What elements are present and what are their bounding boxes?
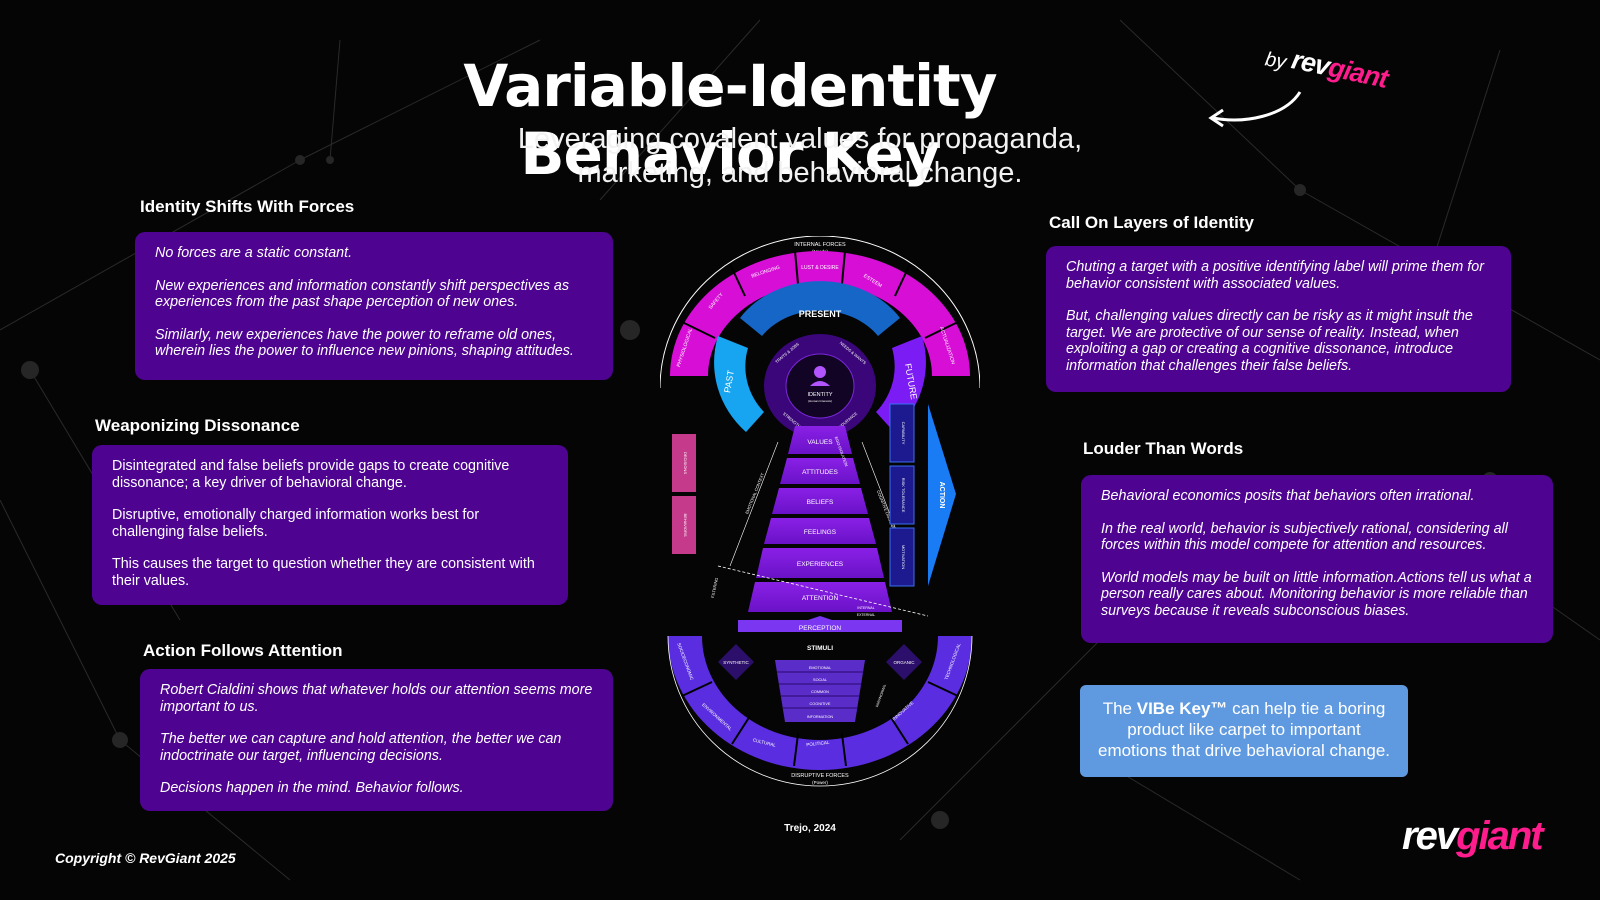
- diag-paranormal: PARANORMAL: [875, 684, 887, 708]
- diag-stimuli: STIMULI: [807, 645, 833, 652]
- dissonance-p3: This causes the target to question wheth…: [112, 556, 535, 589]
- attention-p2: The better we can capture and hold atten…: [160, 731, 562, 764]
- heading-attention: Action Follows Attention: [143, 641, 343, 660]
- diag-identity-sub: (Human Interests): [808, 399, 832, 403]
- pyramid-beliefs: BELIEFS: [807, 499, 834, 506]
- diag-organic: ORGANIC: [893, 660, 915, 665]
- pyramid-values: VALUES: [807, 439, 833, 446]
- funnel-emotional: EMOTIONAL: [809, 666, 831, 670]
- diagram-credit: Trejo, 2024: [784, 823, 836, 834]
- vibe-key-diagram: INTERNAL FORCES (Needs) PHYSIOLOGICAL SA…: [660, 236, 980, 787]
- box-motivation: MOTIVATION: [901, 545, 906, 569]
- cta-key: VIBe Key™: [1136, 699, 1228, 718]
- diag-identity: IDENTITY: [807, 392, 832, 398]
- subtitle-line-2: marketing, and behavioral change.: [577, 157, 1023, 189]
- subtitle-line-1: Leveraging covalent values for propagand…: [517, 123, 1083, 155]
- diag-perception: PERCEPTION: [799, 625, 842, 632]
- byline: by revgiant: [1208, 44, 1395, 136]
- page-subtitle: Leveraging covalent values for propagand…: [430, 122, 1170, 190]
- curved-arrow-icon: [1208, 91, 1302, 128]
- pyramid-feelings: FEELINGS: [804, 529, 837, 536]
- box-attention: Robert Cialdini shows that whatever hold…: [140, 669, 613, 811]
- diag-filtering: FILTERING: [710, 577, 719, 598]
- louder-p2: In the real world, behavior is subjectiv…: [1101, 520, 1508, 554]
- attention-p1: Robert Cialdini shows that whatever hold…: [160, 682, 593, 715]
- box-identity-shifts: No forces are a static constant. New exp…: [135, 232, 613, 380]
- diag-internal: INTERNAL: [857, 606, 874, 610]
- identity-shifts-p2: New experiences and information constant…: [155, 277, 570, 311]
- side-emotional: EMOTIONAL CONTEXT: [744, 472, 765, 515]
- pyramid-experiences: EXPERIENCES: [797, 561, 844, 568]
- box-decisions: DECISIONS: [683, 452, 688, 474]
- logo-giant: giant: [1456, 814, 1544, 858]
- dissonance-p2: Disruptive, emotionally charged informat…: [112, 507, 480, 540]
- identity-shifts-p1: No forces are a static constant.: [155, 245, 353, 261]
- diag-past: PAST: [722, 369, 736, 394]
- funnel-information: INFORMATION: [807, 715, 834, 719]
- arc-lust: LUST & DESIRE: [801, 265, 839, 271]
- person-icon: [810, 366, 830, 386]
- logo-rev: rev: [1402, 814, 1458, 858]
- diag-present: PRESENT: [799, 309, 842, 319]
- box-behaviors: BEHAVIORS: [683, 513, 688, 536]
- funnel-common: COMMON: [811, 690, 829, 694]
- revgiant-logo: revgiant: [1402, 814, 1544, 859]
- cta-pre: The: [1102, 699, 1137, 718]
- arc-political: POLITICAL: [806, 740, 830, 747]
- diag-action: ACTION: [938, 482, 945, 509]
- heading-identity-shifts: Identity Shifts With Forces: [140, 197, 355, 216]
- dissonance-p1: Disintegrated and false beliefs provide …: [112, 458, 510, 491]
- box-dissonance: Disintegrated and false beliefs provide …: [92, 445, 568, 605]
- byline-brand-rev: rev: [1289, 44, 1333, 82]
- box-risk: RISK TOLERANCE: [901, 478, 906, 513]
- louder-p1: Behavioral economics posits that behavio…: [1101, 488, 1475, 504]
- box-layers: Chuting a target with a positive identif…: [1046, 246, 1511, 392]
- byline-brand-giant: giant: [1325, 52, 1391, 94]
- heading-louder: Louder Than Words: [1083, 439, 1244, 458]
- arc-cultural: CULTURAL: [752, 737, 776, 748]
- funnel-cognitive: COGNITIVE: [810, 702, 831, 706]
- funnel-social: SOCIAL: [813, 678, 827, 682]
- louder-p3: World models may be built on little info…: [1101, 569, 1532, 619]
- box-capability: CAPABILITY: [901, 422, 906, 445]
- page-title: Variable-Identity Behavior Key: [463, 52, 997, 188]
- diag-synthetic: SYNTHETIC: [723, 660, 749, 665]
- diag-top-label: INTERNAL FORCES: [794, 242, 846, 248]
- diag-external: EXTERNAL: [857, 613, 876, 617]
- pyramid-attitudes: ATTITUDES: [802, 469, 838, 476]
- pyramid-attention: ATTENTION: [802, 595, 839, 602]
- heading-layers: Call On Layers of Identity: [1049, 213, 1254, 232]
- identity-shifts-p3: Similarly, new experiences have the powe…: [155, 326, 574, 360]
- byline-by: by: [1263, 48, 1288, 74]
- heading-dissonance: Weaponizing Dissonance: [95, 416, 300, 435]
- layers-p2: But, challenging values directly can be …: [1066, 308, 1473, 374]
- copyright: Copyright © RevGiant 2025: [55, 850, 236, 866]
- vibe-key-callout: The VIBe Key™ can help tie a boring prod…: [1080, 685, 1408, 777]
- layers-p1: Chuting a target with a positive identif…: [1066, 259, 1484, 292]
- cta-post: can help tie a boring product like carpe…: [1097, 699, 1390, 760]
- diag-bottom-label: DISRUPTIVE FORCES: [791, 773, 849, 779]
- box-louder: Behavioral economics posits that behavio…: [1081, 475, 1553, 643]
- attention-p3: Decisions happen in the mind. Behavior f…: [160, 780, 464, 796]
- diag-bottom-sub: (Power): [812, 780, 828, 785]
